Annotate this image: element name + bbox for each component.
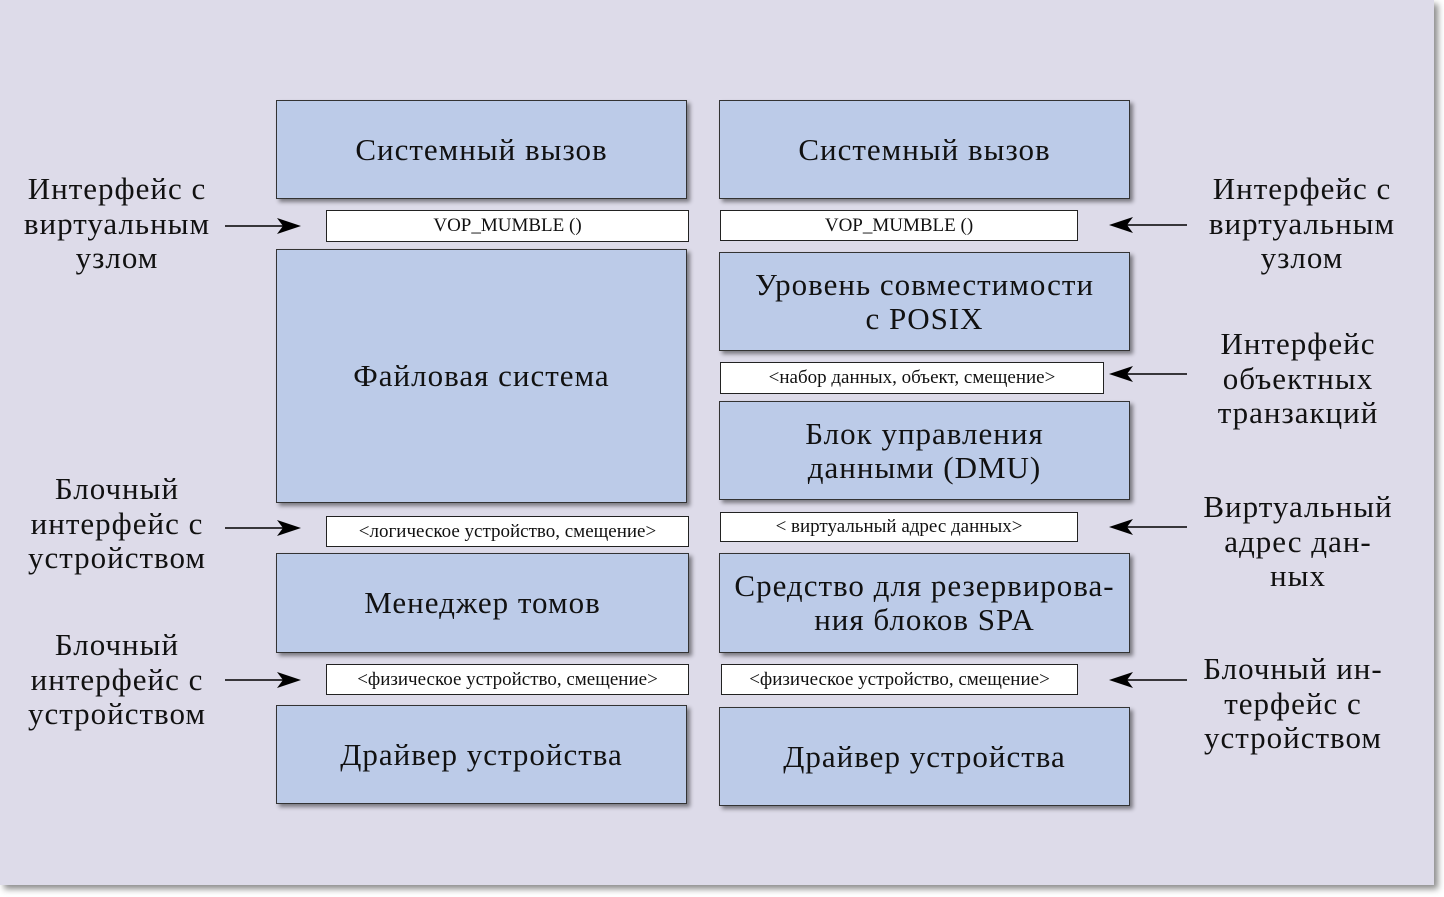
right-physical-interface: <физическое устройство, смещение> (721, 664, 1078, 695)
arrow-left-icon (1109, 217, 1187, 233)
line: Интерфейс (1220, 326, 1376, 361)
line: устройством (27, 540, 207, 575)
left-vop-interface: VOP_MUMBLE () (326, 210, 689, 242)
arrow-right-icon (225, 520, 301, 536)
line: объектных (1222, 360, 1374, 396)
line: Интерфейс с (27, 171, 207, 206)
arrow-left-icon (1109, 366, 1187, 382)
line: транзакций (1217, 395, 1379, 430)
line: Блочный (54, 471, 180, 506)
right-driver-box: Драйвер устройства (719, 707, 1130, 806)
left-physical-interface: <физическое устройство, смещение> (326, 664, 689, 695)
label: Системный вызов (798, 131, 1051, 167)
label-line: Уровень совместимости (754, 266, 1095, 302)
label-line: Средство для резервирова- (734, 568, 1115, 603)
label-line: данными (DMU) (807, 449, 1042, 485)
label: Драйвер устройства (783, 738, 1066, 774)
line: виртуальным (1208, 205, 1396, 241)
line: Виртуальный (1203, 489, 1393, 524)
line: интерфейс с (30, 661, 204, 697)
line: виртуальным (23, 205, 211, 241)
arrow-right-icon (225, 672, 301, 688)
label: Менеджер томов (364, 585, 601, 620)
arrow-right-icon (225, 218, 301, 234)
label-line: Блок управления (805, 415, 1044, 451)
diagram-panel (0, 0, 1434, 885)
right-vop-interface: VOP_MUMBLE () (720, 210, 1078, 241)
line: устройством (1203, 720, 1383, 755)
label: <физическое устройство, смещение> (357, 668, 658, 690)
right-object-interface: <набор данных, объект, смещение> (720, 362, 1104, 394)
label-line: с POSIX (865, 300, 984, 336)
line: узлом (75, 240, 159, 275)
right-spa-box: Средство для резервирова-ния блоков SPA (719, 553, 1130, 653)
line: узлом (1260, 240, 1344, 275)
left-driver-box: Драйвер устройства (276, 705, 687, 804)
line: адрес дан- (1224, 523, 1372, 559)
right-system-call-box: Системный вызов (719, 100, 1130, 199)
line: Блочный ин- (1203, 651, 1383, 686)
label: Файловая система (353, 358, 610, 393)
label: <физическое устройство, смещение> (749, 668, 1050, 690)
arrow-left-icon (1109, 519, 1187, 535)
line: Интерфейс с (1212, 171, 1392, 206)
label: <набор данных, объект, смещение> (768, 367, 1056, 388)
label: < виртуальный адрес данных> (775, 516, 1023, 537)
line: терфейс с (1224, 685, 1362, 721)
label: VOP_MUMBLE () (433, 215, 582, 236)
label-line: ния блоков SPA (814, 602, 1035, 637)
left-logical-interface: <логическое устройство, смещение> (326, 516, 689, 547)
left-system-call-box: Системный вызов (276, 100, 687, 199)
label: VOP_MUMBLE () (824, 214, 974, 236)
label: Системный вызов (355, 131, 608, 167)
left-filesystem-box: Файловая система (276, 249, 687, 503)
line: ных (1270, 558, 1326, 593)
line: Блочный (54, 627, 180, 662)
right-dva-interface: < виртуальный адрес данных> (720, 512, 1078, 542)
line: устройством (27, 696, 207, 731)
line: интерфейс с (30, 505, 204, 541)
label: Драйвер устройства (340, 736, 623, 772)
label: <логическое устройство, смещение> (358, 520, 657, 542)
left-volume-manager-box: Менеджер томов (276, 553, 689, 653)
arrow-left-icon (1109, 672, 1187, 688)
